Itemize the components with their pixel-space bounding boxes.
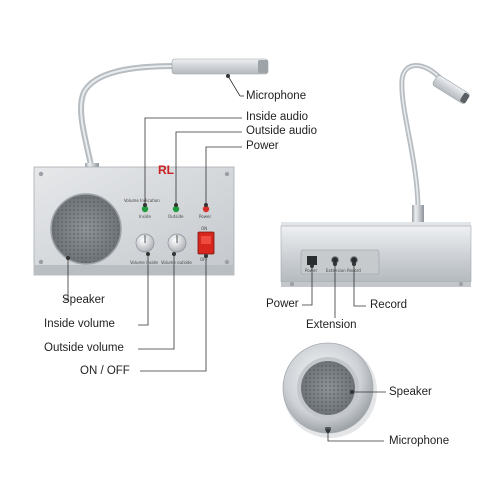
volume-inside-label: Volume inside xyxy=(130,260,158,265)
power-led xyxy=(202,205,210,213)
callout-on-off: ON / OFF xyxy=(80,365,130,377)
outside-audio-led xyxy=(172,205,180,213)
switch-on-label: ON xyxy=(201,226,208,231)
outside-led-label: Outside xyxy=(168,214,184,219)
back-gooseneck xyxy=(399,63,443,213)
callout-outside-volume: Outside volume xyxy=(44,342,124,354)
extension-port-label: Extension xyxy=(326,268,346,273)
callout-microphone-detail: Microphone xyxy=(389,435,450,447)
power-port-label: Power xyxy=(305,268,318,273)
callout-inside-volume: Inside volume xyxy=(44,318,115,330)
power-port xyxy=(307,256,317,265)
volume-outside-label: Volume outside xyxy=(161,260,192,265)
volume-indication-label: Volume Indication xyxy=(124,198,160,203)
microphone-head xyxy=(171,58,269,75)
record-port-label: Record xyxy=(347,268,361,273)
power-led-label: Power xyxy=(199,214,212,219)
inside-led-label: Inside xyxy=(139,214,151,219)
callout-back-extension: Extension xyxy=(306,319,357,331)
callout-speaker-detail: Speaker xyxy=(389,386,432,398)
switch-off-label: OFF xyxy=(200,257,208,262)
callout-microphone: Microphone xyxy=(246,90,307,102)
callout-back-power: Power xyxy=(266,298,299,310)
callout-outside-audio: Outside audio xyxy=(246,125,317,137)
callout-speaker: Speaker xyxy=(62,294,105,306)
brand-logo: RL xyxy=(158,163,174,177)
callout-inside-audio: Inside audio xyxy=(246,111,309,123)
callout-power: Power xyxy=(246,140,279,152)
inside-audio-led xyxy=(141,205,149,213)
callout-back-record: Record xyxy=(370,299,408,311)
